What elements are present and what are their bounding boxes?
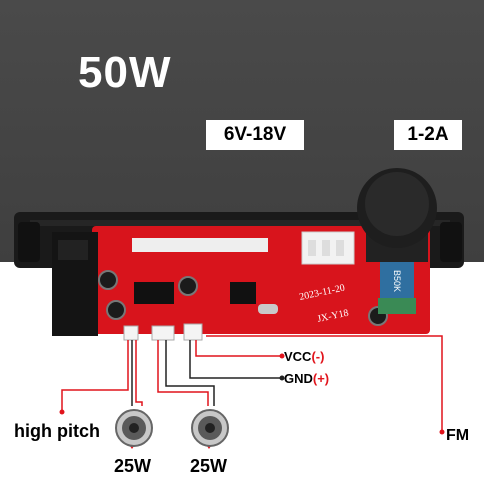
high-pitch-label: high pitch	[14, 421, 100, 441]
power-rating: 50W	[78, 48, 172, 97]
panel-mount-left	[18, 222, 40, 262]
connector-mid	[151, 325, 175, 341]
fm-dot	[439, 429, 445, 435]
gnd-dot	[279, 375, 285, 381]
wire-vcc	[195, 340, 282, 357]
pot-label: B50K	[392, 270, 402, 292]
speaker-right-icon	[191, 409, 229, 447]
connector-power	[183, 323, 203, 341]
wire-fm	[206, 335, 443, 432]
current-tag: 1-2A	[394, 120, 462, 150]
wire-gnd	[189, 340, 282, 379]
vcc-dot	[279, 353, 285, 359]
wire-speaker-right-1	[157, 340, 209, 406]
capacitor-mid	[178, 276, 198, 296]
high-pitch-dot	[59, 409, 65, 415]
amp-chip	[134, 282, 174, 304]
capacitor-left-1	[98, 270, 118, 290]
capacitor-left-2	[106, 300, 126, 320]
gnd-label: GND(+)	[284, 371, 330, 386]
voltage-tag: 6V-18V	[206, 120, 304, 150]
crystal	[258, 304, 278, 314]
vcc-label: VCC(-)	[284, 349, 325, 364]
display-slot	[132, 238, 268, 252]
panel-mount-right	[440, 222, 462, 262]
wire-speaker-right-2	[165, 340, 215, 406]
wire-high-pitch	[61, 340, 129, 412]
fm-label: FM	[446, 427, 470, 444]
connector-left	[123, 325, 139, 341]
speaker-left-icon	[115, 409, 153, 447]
main-chip	[230, 282, 256, 304]
blue-pot	[380, 262, 414, 300]
green-block	[378, 298, 416, 314]
speaker-left-label: 25W	[114, 456, 152, 476]
wire-speaker-left-2	[135, 340, 143, 406]
speaker-right-label: 25W	[190, 456, 228, 476]
